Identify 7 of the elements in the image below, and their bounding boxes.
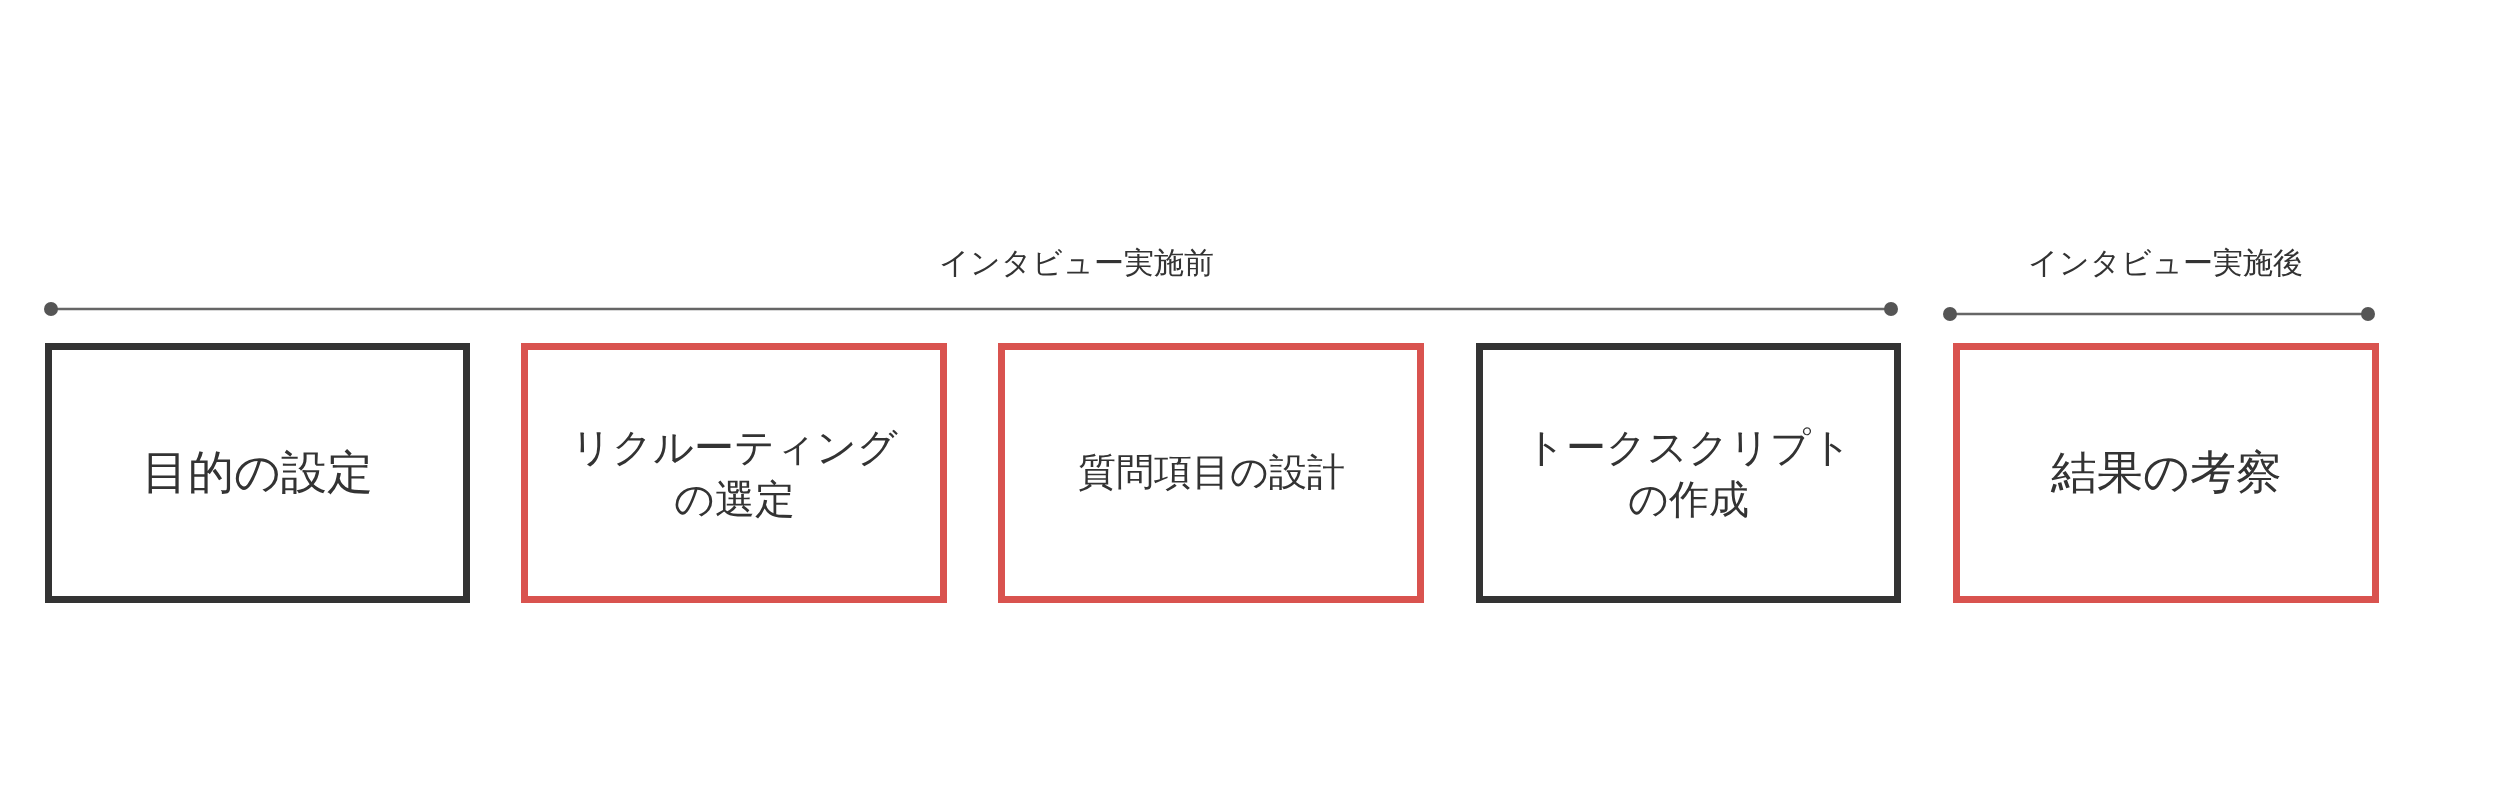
step-box: 結果の考察: [1953, 343, 2379, 603]
step-box: リクルーティングの選定: [521, 343, 947, 603]
step-box: トークスクリプトの作成: [1476, 343, 1901, 603]
step-box: 目的の設定: [45, 343, 470, 603]
span-label: インタビュー実施後: [2027, 244, 2303, 282]
span-label: インタビュー実施前: [938, 244, 1214, 282]
step-box: 質問項目の設計: [998, 343, 1424, 603]
